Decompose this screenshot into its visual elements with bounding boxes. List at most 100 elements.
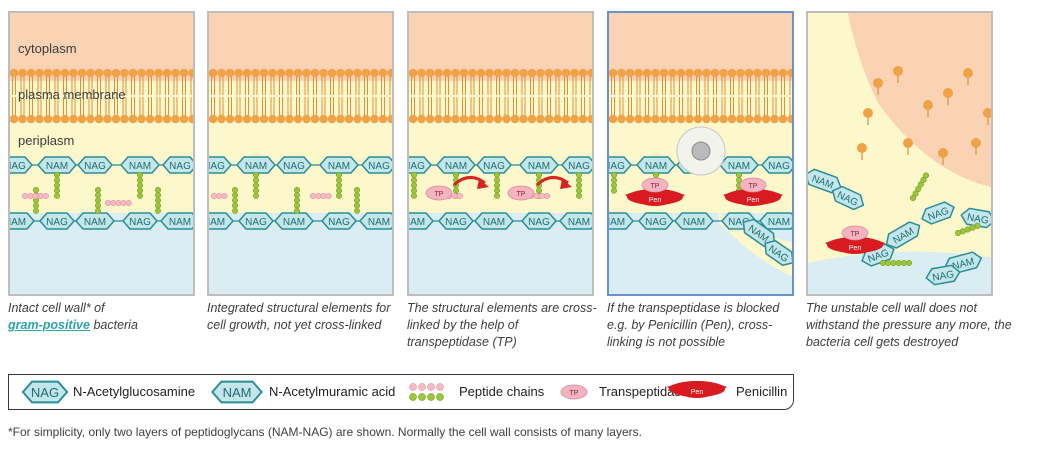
nag-molecule: NAG	[10, 156, 33, 174]
nam-molecule: NAM	[409, 212, 434, 230]
nam-label: NAM	[728, 161, 750, 172]
peptide-chain	[154, 186, 162, 214]
peptide-chain	[53, 171, 61, 199]
nag-label: NAG	[84, 161, 106, 172]
label-plasma-membrane: plasma membrane	[18, 87, 126, 102]
nag-label: NAG	[283, 161, 305, 172]
nam-molecule: NAM	[636, 156, 676, 174]
gram-positive-link[interactable]: gram-positive	[8, 318, 90, 332]
nam-label: NAM	[609, 217, 625, 228]
nam-label: NAM	[528, 161, 550, 172]
nam-molecule: NAM	[160, 212, 193, 230]
peptide-chain	[104, 199, 132, 207]
nag-molecule: NAG	[409, 156, 432, 174]
nam-label: NAM	[368, 217, 390, 228]
svg-text:Pen: Pen	[691, 389, 704, 396]
nam-molecule: NAM	[436, 156, 476, 174]
nam-label: NAM	[10, 217, 26, 228]
nam-label: NAM	[645, 161, 667, 172]
nam-label: NAM	[768, 217, 790, 228]
peptide-chain	[410, 171, 418, 199]
nag-label: NAG	[46, 217, 68, 228]
nag-label: NAG	[483, 161, 505, 172]
transpeptidase: TP	[641, 177, 669, 193]
legend-penicillin-label: Penicillin	[736, 384, 788, 399]
legend-transpeptidase-symbol: TP	[560, 384, 588, 400]
nam-molecule: NAM	[808, 168, 842, 194]
transpeptidase: TP	[425, 185, 453, 201]
nam-molecule: NAM	[10, 212, 35, 230]
legend-nam-label: N-Acetylmuramic acid	[269, 384, 396, 399]
nag-label: NAG	[609, 161, 625, 172]
nag-molecule: NAG	[321, 212, 357, 230]
peptide-chain	[575, 171, 583, 199]
nam-label: NAM	[568, 217, 590, 228]
caption-2: Integrated structural elements for cell …	[207, 301, 391, 332]
peptide-chain	[252, 171, 260, 199]
nag-molecule: NAG	[21, 380, 69, 404]
penicillin: Pen	[667, 381, 727, 398]
svg-text:TP: TP	[435, 191, 444, 198]
nag-molecule: NAG	[77, 156, 113, 174]
peptide-chain	[231, 186, 239, 214]
peptide-chain	[32, 186, 40, 214]
panel-penicillin-block: NAGNAMNAGNAMNAGNAMNAGNAMNAGNAMPenTPPenTP…	[607, 11, 794, 296]
scene-cross-linking: NAGNAMNAGNAMNAGNAMNAGNAMNAGNAMTPTP	[409, 13, 592, 294]
peptide-chain	[879, 259, 913, 267]
nam-molecule: NAM	[559, 212, 592, 230]
peptide-bead	[427, 393, 435, 401]
peptide-bead	[418, 383, 426, 391]
nag-molecule: NAG	[761, 156, 792, 174]
nag-molecule: NAG	[561, 156, 592, 174]
panel-cross-linking: NAGNAMNAGNAMNAGNAMNAGNAMNAGNAMTPTP	[407, 11, 594, 296]
nam-molecule: NAM	[519, 156, 559, 174]
peptide-bead	[409, 393, 417, 401]
nag-molecule: NAG	[960, 207, 991, 229]
peptide-chain	[210, 192, 228, 200]
svg-text:TP: TP	[749, 183, 758, 190]
label-cytoplasm: cytoplasm	[18, 41, 77, 56]
nag-molecule: NAG	[238, 212, 274, 230]
nam-molecule: NAM	[37, 156, 77, 174]
peptide-chain	[353, 186, 361, 214]
nag-molecule: NAG	[209, 156, 232, 174]
nag-molecule: NAG	[39, 212, 75, 230]
penicillin: Pen	[825, 237, 885, 254]
legend-transpeptidase-label: Transpeptidase	[599, 384, 689, 399]
peptide-chain	[610, 171, 618, 194]
legend-nag-label: N-Acetylglucosamine	[73, 384, 196, 399]
svg-text:Pen: Pen	[747, 197, 760, 204]
footnote: *For simplicity, only two layers of pept…	[8, 425, 642, 439]
caption-1-text: Intact cell wall* of	[8, 301, 105, 315]
nag-molecule: NAG	[361, 156, 392, 174]
transpeptidase: TP	[560, 384, 588, 400]
peptide-chain	[21, 192, 49, 200]
penicillin: Pen	[625, 189, 685, 206]
nam-molecule: NAM	[75, 212, 115, 230]
nag-molecule: NAG	[925, 264, 961, 286]
penicillin: Pen	[723, 189, 783, 206]
nam-label: NAM	[129, 161, 151, 172]
nam-molecule: NAM	[609, 212, 634, 230]
nam-molecule: NAM	[359, 212, 392, 230]
nag-label: NAG	[245, 217, 267, 228]
nag-molecule: NAG	[831, 185, 865, 211]
nam-label: NAM	[169, 217, 191, 228]
nam-label: NAM	[209, 217, 225, 228]
nam-molecule: NAM	[319, 156, 359, 174]
caption-1: Intact cell wall* of gram-positive bacte…	[8, 300, 200, 334]
svg-text:TP: TP	[651, 183, 660, 190]
nag-label: NAG	[209, 161, 225, 172]
scene-penicillin-block: NAGNAMNAGNAMNAGNAMNAGNAMNAGNAMPenTPPenTP…	[609, 13, 792, 294]
caption-4: If the transpeptidase is blocked e.g. by…	[607, 301, 780, 349]
nag-label: NAG	[409, 161, 425, 172]
nag-molecule: NAG	[162, 156, 193, 174]
peptide-chain	[909, 172, 930, 202]
nag-label: NAG	[445, 217, 467, 228]
nam-molecule: NAM	[120, 156, 160, 174]
panel-intact-wall: NAGNAMNAGNAMNAGNAMNAGNAMNAGNAM cytoplasm…	[8, 11, 195, 296]
nag-molecule: NAG	[438, 212, 474, 230]
peptide-chain	[335, 171, 343, 199]
legend-penicillin-symbol: Pen	[667, 381, 727, 398]
